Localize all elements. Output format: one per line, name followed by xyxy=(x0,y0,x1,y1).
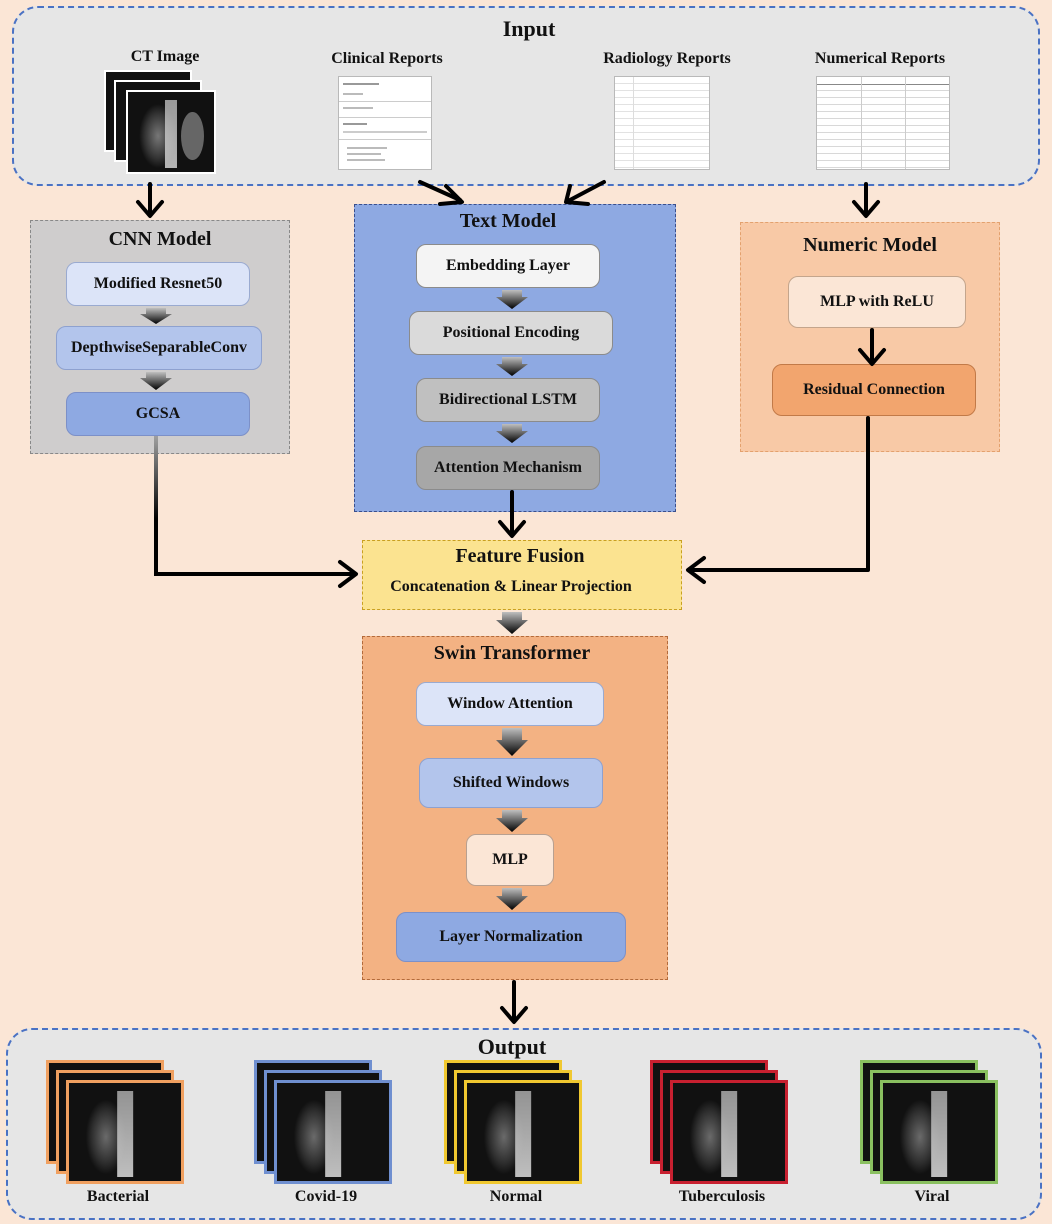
swin-transformer-title: Swin Transformer xyxy=(433,642,591,664)
radiology-reports-label: Radiology Reports xyxy=(603,50,731,67)
feature-fusion-subtitle: Concatenation & Linear Projection xyxy=(390,578,632,595)
mlp-node: MLP xyxy=(466,834,554,886)
clinical-reports-label: Clinical Reports xyxy=(331,50,443,67)
spine-shape xyxy=(117,1090,133,1178)
output-xray-thumb xyxy=(66,1080,184,1184)
output-title: Output xyxy=(477,1034,547,1059)
output-xray-thumb xyxy=(670,1080,788,1184)
gcsa-node: GCSA xyxy=(66,392,250,436)
positional-encoding-node: Positional Encoding xyxy=(409,311,613,355)
residual-connection-node: Residual Connection xyxy=(772,364,976,416)
embedding-layer-node: Embedding Layer xyxy=(416,244,600,288)
spine-shape xyxy=(325,1090,341,1178)
text-model-title: Text Model xyxy=(459,210,557,232)
ct-image-label: CT Image xyxy=(130,48,200,65)
output-class-label: Covid-19 xyxy=(294,1188,358,1205)
output-class-label: Viral xyxy=(914,1188,950,1205)
feature-fusion-title: Feature Fusion xyxy=(455,545,585,567)
numerical-reports-label: Numerical Reports xyxy=(814,50,946,67)
window-attention-node: Window Attention xyxy=(416,682,604,726)
numeric-model-title: Numeric Model xyxy=(803,234,937,256)
layer-normalization-node: Layer Normalization xyxy=(396,912,626,962)
shifted-windows-node: Shifted Windows xyxy=(419,758,603,808)
ct-image-thumb xyxy=(126,90,216,174)
radiology-report-document xyxy=(614,76,710,170)
clinical-report-document xyxy=(338,76,432,170)
bidirectional-lstm-node: Bidirectional LSTM xyxy=(416,378,600,422)
spine-shape xyxy=(721,1090,737,1178)
output-xray-thumb xyxy=(880,1080,998,1184)
modified-resnet50-node: Modified Resnet50 xyxy=(66,262,250,306)
cnn-model-title: CNN Model xyxy=(108,228,212,250)
output-xray-thumb xyxy=(464,1080,582,1184)
feature-fusion-panel xyxy=(362,540,682,610)
spine-shape xyxy=(515,1090,531,1178)
numerical-report-table xyxy=(816,76,950,170)
mlp-with-relu-node: MLP with ReLU xyxy=(788,276,966,328)
output-class-label: Bacterial xyxy=(86,1188,150,1205)
attention-mechanism-node: Attention Mechanism xyxy=(416,446,600,490)
output-xray-thumb xyxy=(274,1080,392,1184)
spine-shape xyxy=(931,1090,947,1178)
depthwise-separable-conv-node: DepthwiseSeparableConv xyxy=(56,326,262,370)
output-class-label: Tuberculosis xyxy=(678,1188,766,1205)
input-title: Input xyxy=(502,16,556,41)
output-class-label: Normal xyxy=(489,1188,543,1205)
